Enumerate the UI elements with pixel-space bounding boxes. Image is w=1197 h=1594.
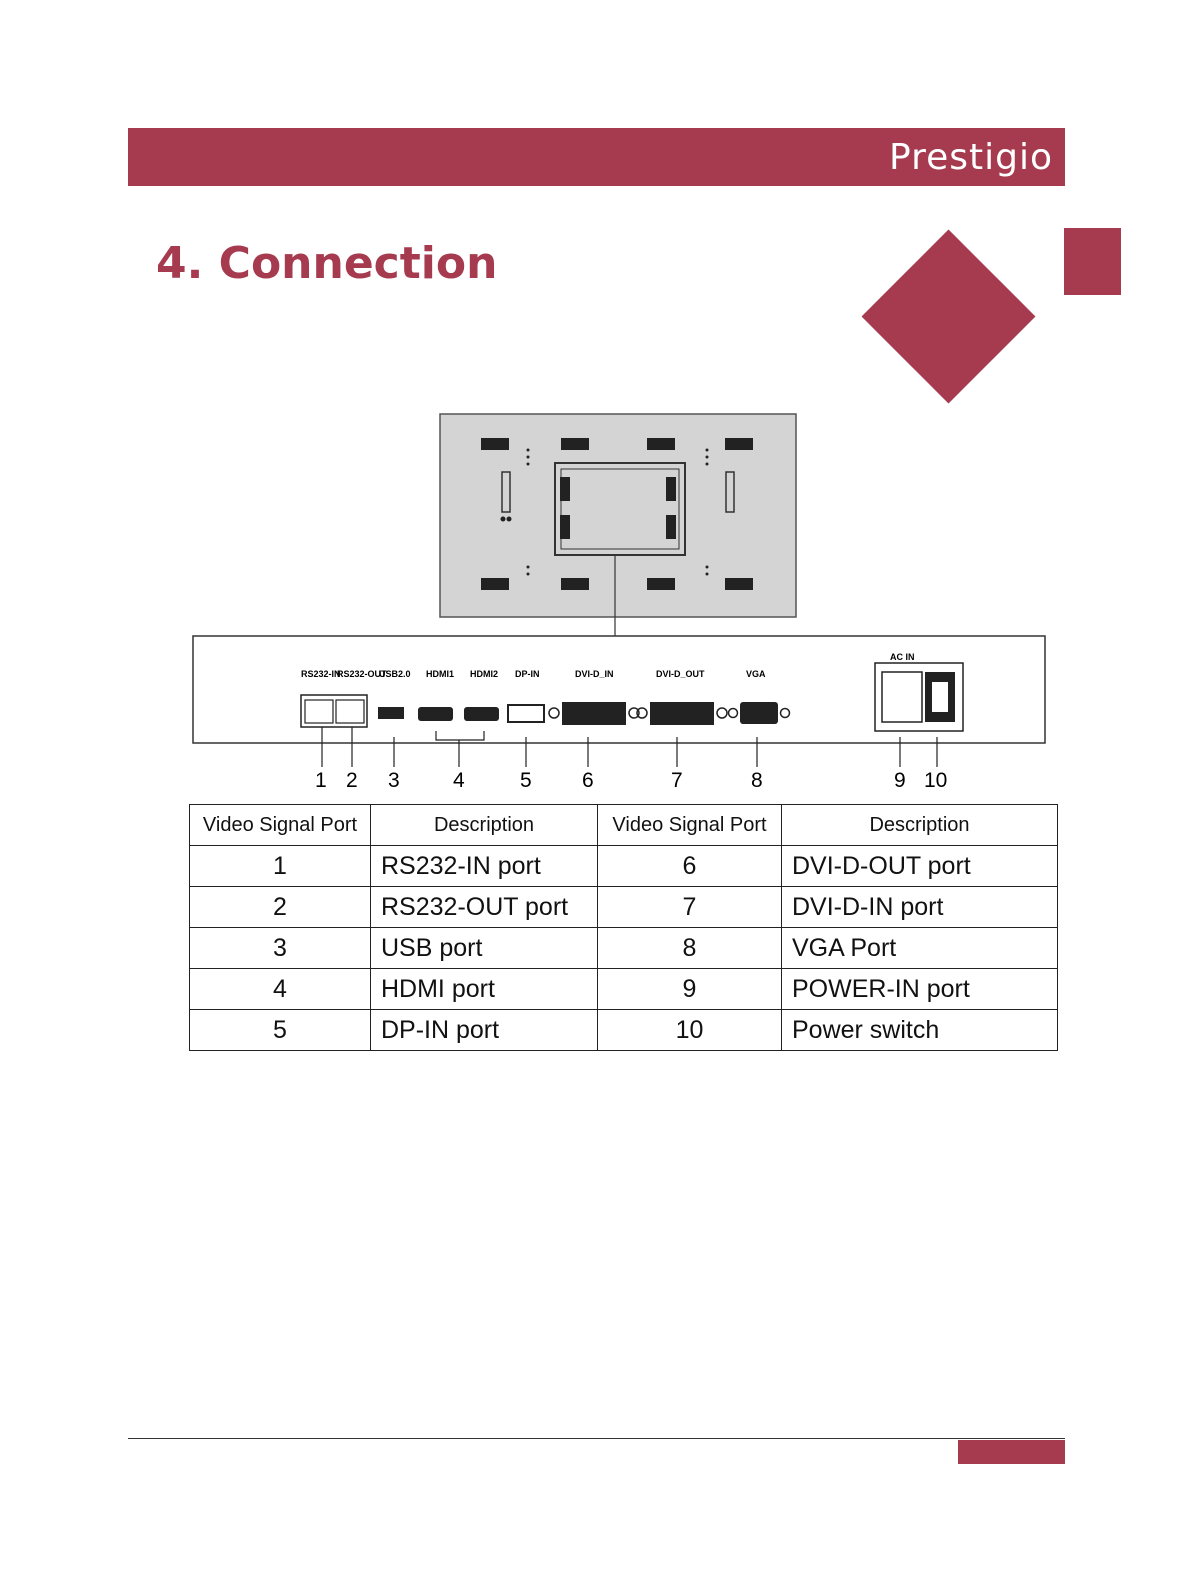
monitor-back <box>439 413 797 636</box>
port-label-ac-in: AC IN <box>890 652 915 662</box>
port-number: 6 <box>597 845 782 887</box>
callout-6: 6 <box>582 769 594 792</box>
callout-7: 7 <box>671 769 683 792</box>
callout-9: 9 <box>894 769 906 792</box>
port-number: 2 <box>189 886 371 928</box>
callout-3: 3 <box>388 769 400 792</box>
port-description: DVI-D-OUT port <box>781 845 1058 887</box>
page-title: 4. Connection <box>156 238 498 289</box>
port-number: 7 <box>597 886 782 928</box>
callout-1: 1 <box>315 769 327 792</box>
callout-4: 4 <box>453 769 465 792</box>
table-row: 1 RS232-IN port 6 DVI-D-OUT port <box>189 845 1058 887</box>
header-bar: Prestigio <box>128 128 1065 186</box>
port-label-rs232-out: RS232-OUT <box>337 669 387 679</box>
column-header: Description <box>781 804 1058 846</box>
port-label-dp-in: DP-IN <box>515 669 540 679</box>
port-description: DP-IN port <box>370 1009 598 1051</box>
side-tab <box>1064 228 1121 295</box>
port-label-usb: USB2.0 <box>379 669 411 679</box>
port-label-rs232-in: RS232-IN <box>301 669 341 679</box>
port-label-vga: VGA <box>746 669 766 679</box>
column-header: Description <box>370 804 598 846</box>
footer-divider <box>128 1438 1065 1439</box>
port-description: DVI-D-IN port <box>781 886 1058 928</box>
column-header: Video Signal Port <box>597 804 782 846</box>
table-header-row: Video Signal Port Description Video Sign… <box>189 804 1058 846</box>
port-description: RS232-IN port <box>370 845 598 887</box>
port-description: VGA Port <box>781 927 1058 969</box>
port-description: RS232-OUT port <box>370 886 598 928</box>
table-row: 4 HDMI port 9 POWER-IN port <box>189 968 1058 1010</box>
port-label-dvi-in: DVI-D_IN <box>575 669 614 679</box>
footer-tab <box>958 1440 1065 1464</box>
callout-8: 8 <box>751 769 763 792</box>
port-label-hdmi2: HDMI2 <box>470 669 498 679</box>
port-number: 3 <box>189 927 371 969</box>
callout-2: 2 <box>346 769 358 792</box>
callout-10: 10 <box>924 769 947 792</box>
rear-panel-diagram: RS232-IN RS232-OUT USB2.0 HDMI1 HDMI2 DP… <box>192 413 1046 792</box>
port-label-hdmi1: HDMI1 <box>426 669 454 679</box>
callout-5: 5 <box>520 769 532 792</box>
connector-strip <box>192 635 1046 767</box>
port-number: 5 <box>189 1009 371 1051</box>
port-description-table: Video Signal Port Description Video Sign… <box>189 804 1058 1051</box>
column-header: Video Signal Port <box>189 804 371 846</box>
table-row: 5 DP-IN port 10 Power switch <box>189 1009 1058 1051</box>
port-label-dvi-out: DVI-D_OUT <box>656 669 705 679</box>
port-description: HDMI port <box>370 968 598 1010</box>
port-description: POWER-IN port <box>781 968 1058 1010</box>
decorative-diamond <box>861 229 1036 404</box>
port-number: 9 <box>597 968 782 1010</box>
port-description: Power switch <box>781 1009 1058 1051</box>
port-number: 1 <box>189 845 371 887</box>
table-row: 3 USB port 8 VGA Port <box>189 927 1058 969</box>
port-number: 10 <box>597 1009 782 1051</box>
port-description: USB port <box>370 927 598 969</box>
port-number: 4 <box>189 968 371 1010</box>
table-row: 2 RS232-OUT port 7 DVI-D-IN port <box>189 886 1058 928</box>
brand-logo: Prestigio <box>889 137 1053 178</box>
port-number: 8 <box>597 927 782 969</box>
